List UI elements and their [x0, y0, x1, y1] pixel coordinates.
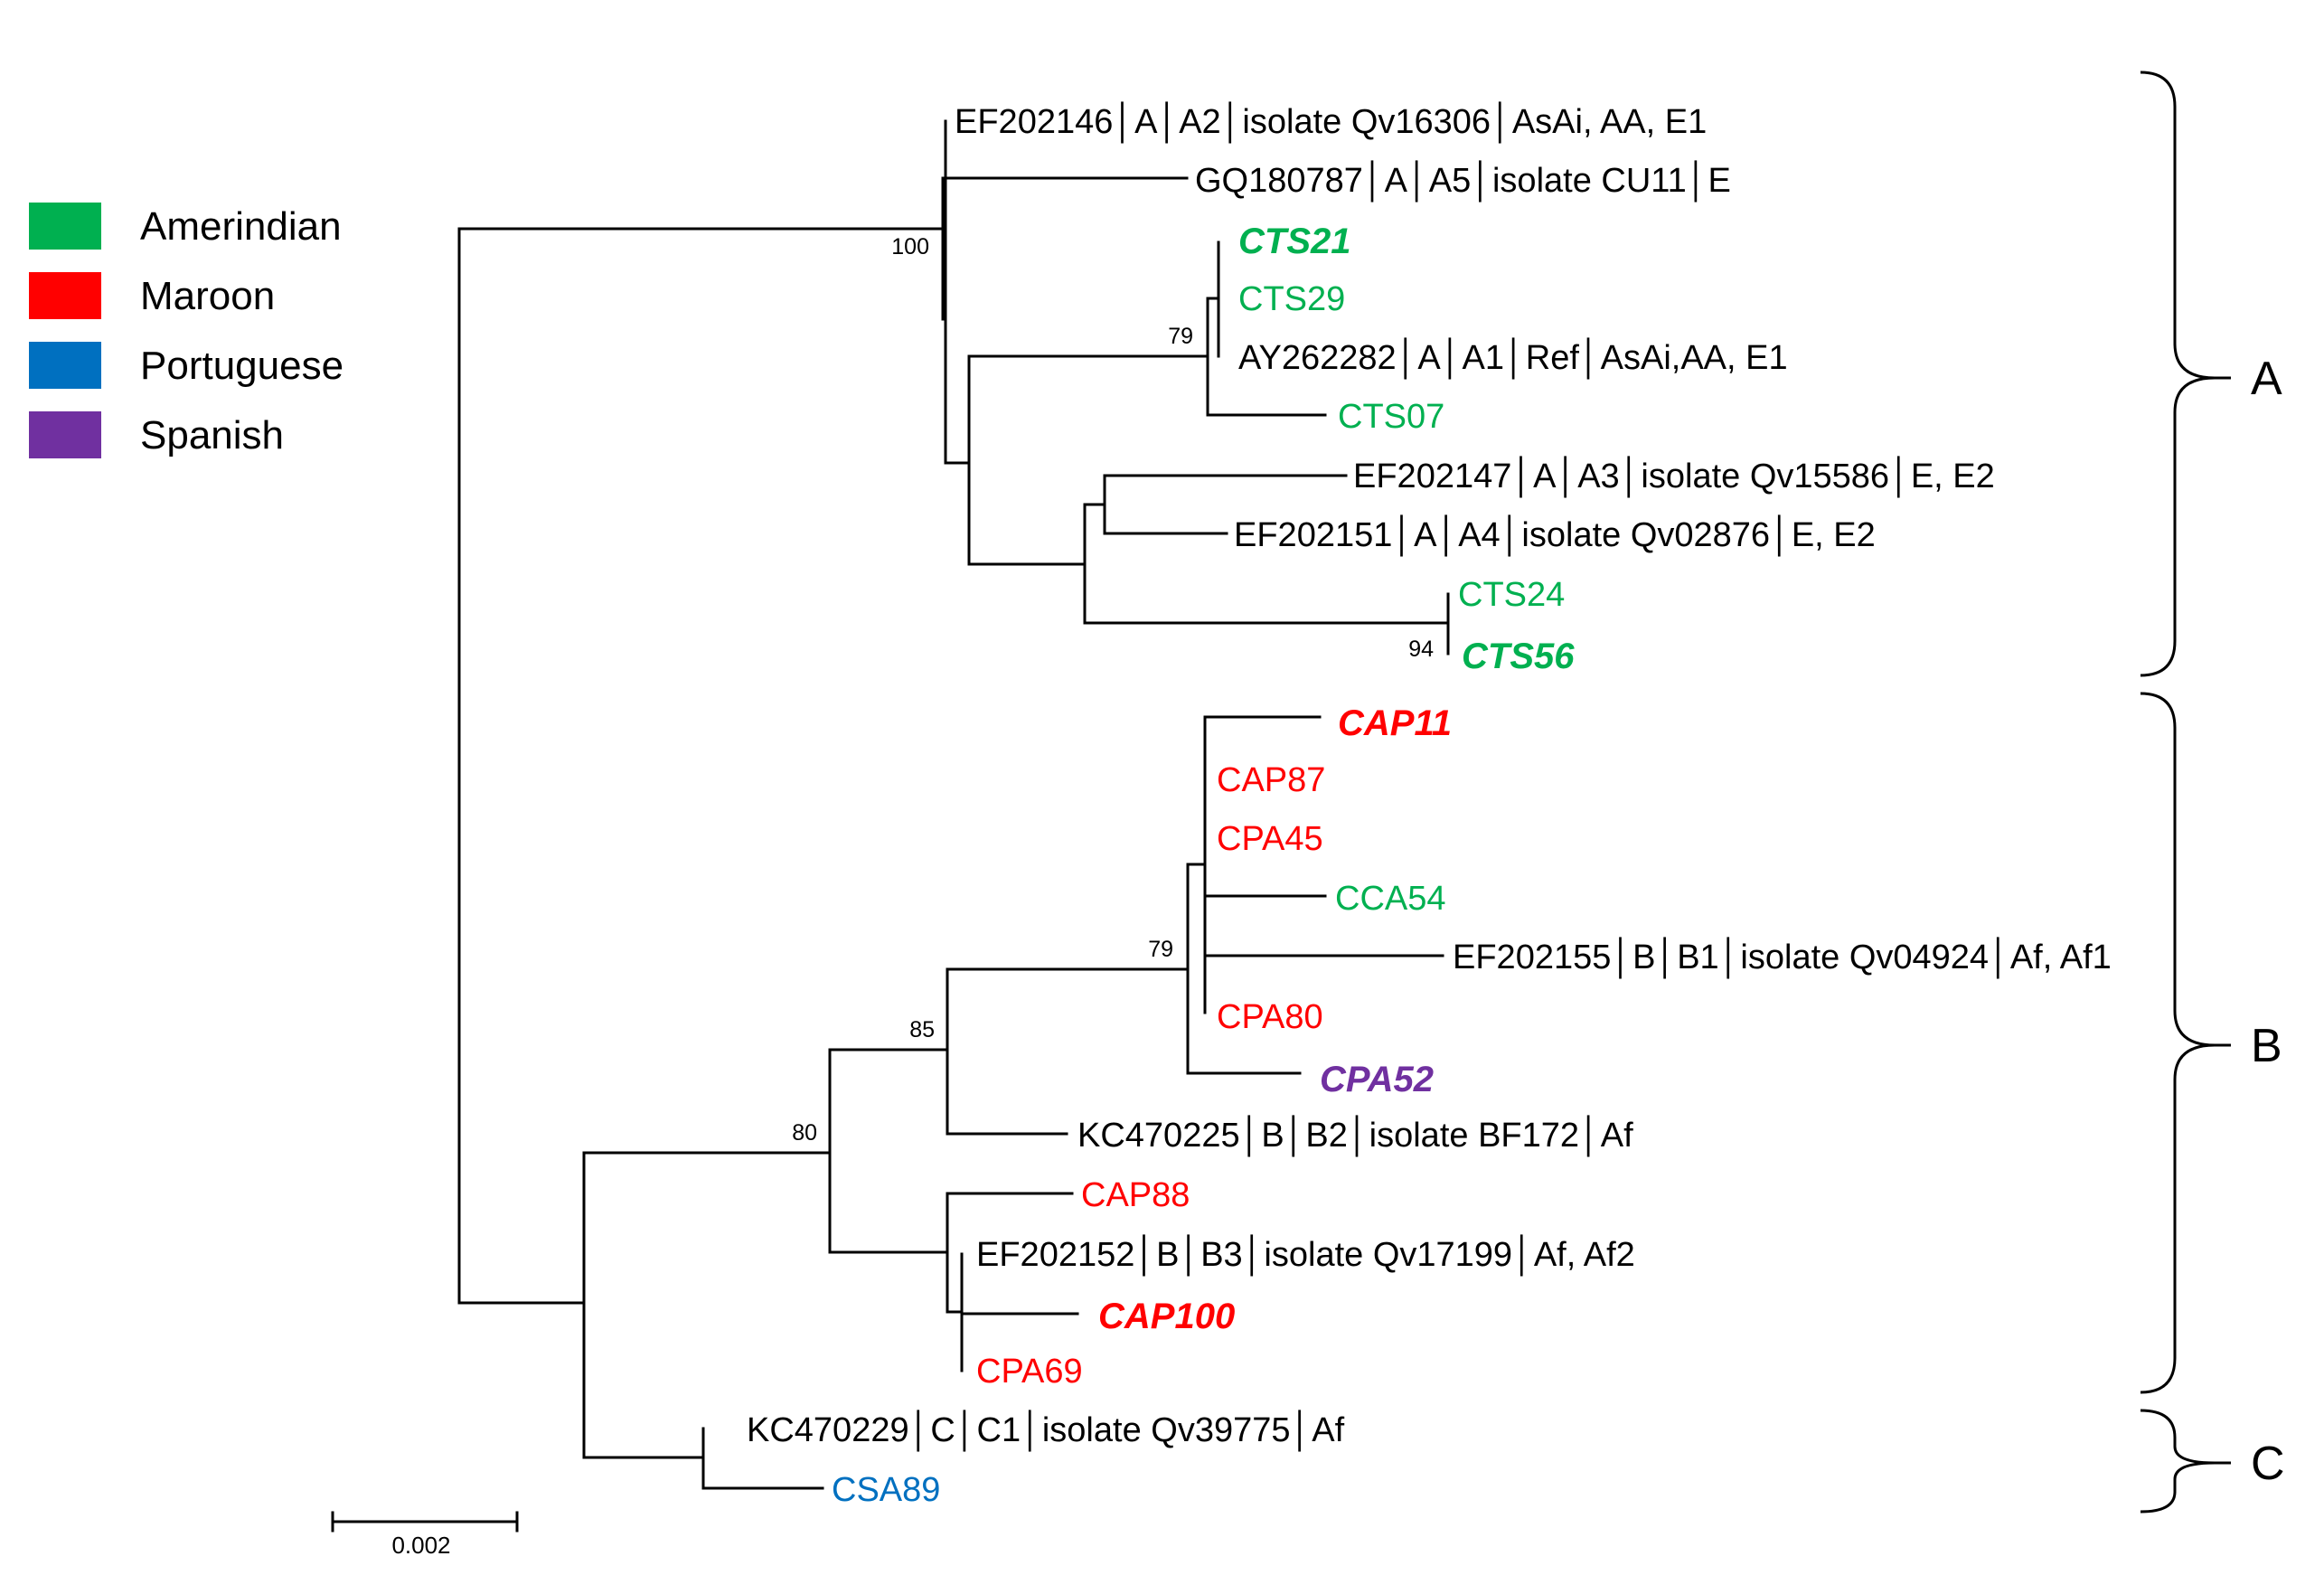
leaf-csa89: CSA89: [832, 1471, 940, 1509]
leaf-cap87: CAP87: [1217, 761, 1325, 799]
leaf-cpa69: CPA69: [976, 1353, 1083, 1391]
leaf-cts24: CTS24: [1458, 576, 1565, 614]
legend-swatch-portuguese: [29, 342, 101, 389]
leaf-ef202146: EF202146│A│A2│isolate Qv16306│AsAi, AA, …: [955, 101, 1707, 144]
leaf-cap100: CAP100: [1098, 1297, 1235, 1336]
leaf-cts07: CTS07: [1338, 398, 1444, 436]
legend-swatch-spanish: [29, 411, 101, 458]
leaf-cpa52: CPA52: [1320, 1060, 1434, 1099]
clade-label-b: B: [2251, 1020, 2282, 1072]
legend-swatch-maroon: [29, 272, 101, 319]
leaf-cpa80: CPA80: [1217, 998, 1323, 1036]
legend-label-maroon: Maroon: [140, 274, 275, 318]
leaf-ef202155: EF202155│B│B1│isolate Qv04924│Af, Af1: [1453, 937, 2112, 979]
leaf-labels: EF202146│A│A2│isolate Qv16306│AsAi, AA, …: [747, 101, 2112, 1509]
leaf-ay262282: AY262282│A│A1│Ref│AsAi,AA, E1: [1238, 337, 1788, 380]
leaf-kc470229: KC470229│C│C1│isolate Qv39775│Af: [747, 1410, 1345, 1452]
bootstrap-n79a: 79: [1168, 324, 1193, 349]
bootstrap-n79b: 79: [1148, 937, 1173, 962]
leaf-cts21: CTS21: [1238, 222, 1351, 261]
legend-swatch-amerindian: [29, 203, 101, 250]
clade-label-c: C: [2251, 1438, 2285, 1490]
bootstrap-n100: 100: [891, 234, 929, 259]
scale-bar: 0.002: [331, 1511, 519, 1559]
bootstrap-n80: 80: [792, 1120, 817, 1146]
leaf-kc470225: KC470225│B│B2│isolate BF172│Af: [1077, 1115, 1633, 1157]
legend-label-portuguese: Portuguese: [140, 344, 343, 388]
bootstrap-n85: 85: [909, 1017, 935, 1042]
legend: Amerindian Maroon Portuguese Spanish: [29, 203, 343, 458]
leaf-gq180787: GQ180787│A│A5│isolate CU11│E: [1195, 160, 1731, 203]
legend-label-amerindian: Amerindian: [140, 204, 342, 249]
tree-branches: [457, 119, 1450, 1490]
leaf-ef202151: EF202151│A│A4│isolate Qv02876│E, E2: [1234, 514, 1876, 557]
clade-c-brace: [2140, 1409, 2216, 1514]
leaf-ef202152: EF202152│B│B3│isolate Qv17199│Af, Af2: [976, 1234, 1635, 1277]
leaf-cap88: CAP88: [1081, 1176, 1190, 1214]
clade-a-brace: [2140, 71, 2216, 677]
clade-label-a: A: [2251, 353, 2282, 405]
leaf-cca54: CCA54: [1335, 880, 1446, 918]
scale-bar-label: 0.002: [391, 1532, 450, 1559]
bootstrap-n94: 94: [1408, 637, 1434, 662]
clade-b-brace: [2140, 692, 2216, 1394]
leaf-cpa45: CPA45: [1217, 820, 1323, 858]
leaf-cts29: CTS29: [1238, 280, 1345, 318]
clade-brackets: A B C: [2140, 71, 2285, 1514]
leaf-cap11: CAP11: [1338, 703, 1452, 743]
leaf-cts56: CTS56: [1462, 637, 1575, 676]
leaf-ef202147: EF202147│A│A3│isolate Qv15586│E, E2: [1353, 456, 1995, 498]
legend-label-spanish: Spanish: [140, 413, 284, 457]
bootstrap-values: 100 79 94 79 85 80: [792, 234, 1434, 1146]
